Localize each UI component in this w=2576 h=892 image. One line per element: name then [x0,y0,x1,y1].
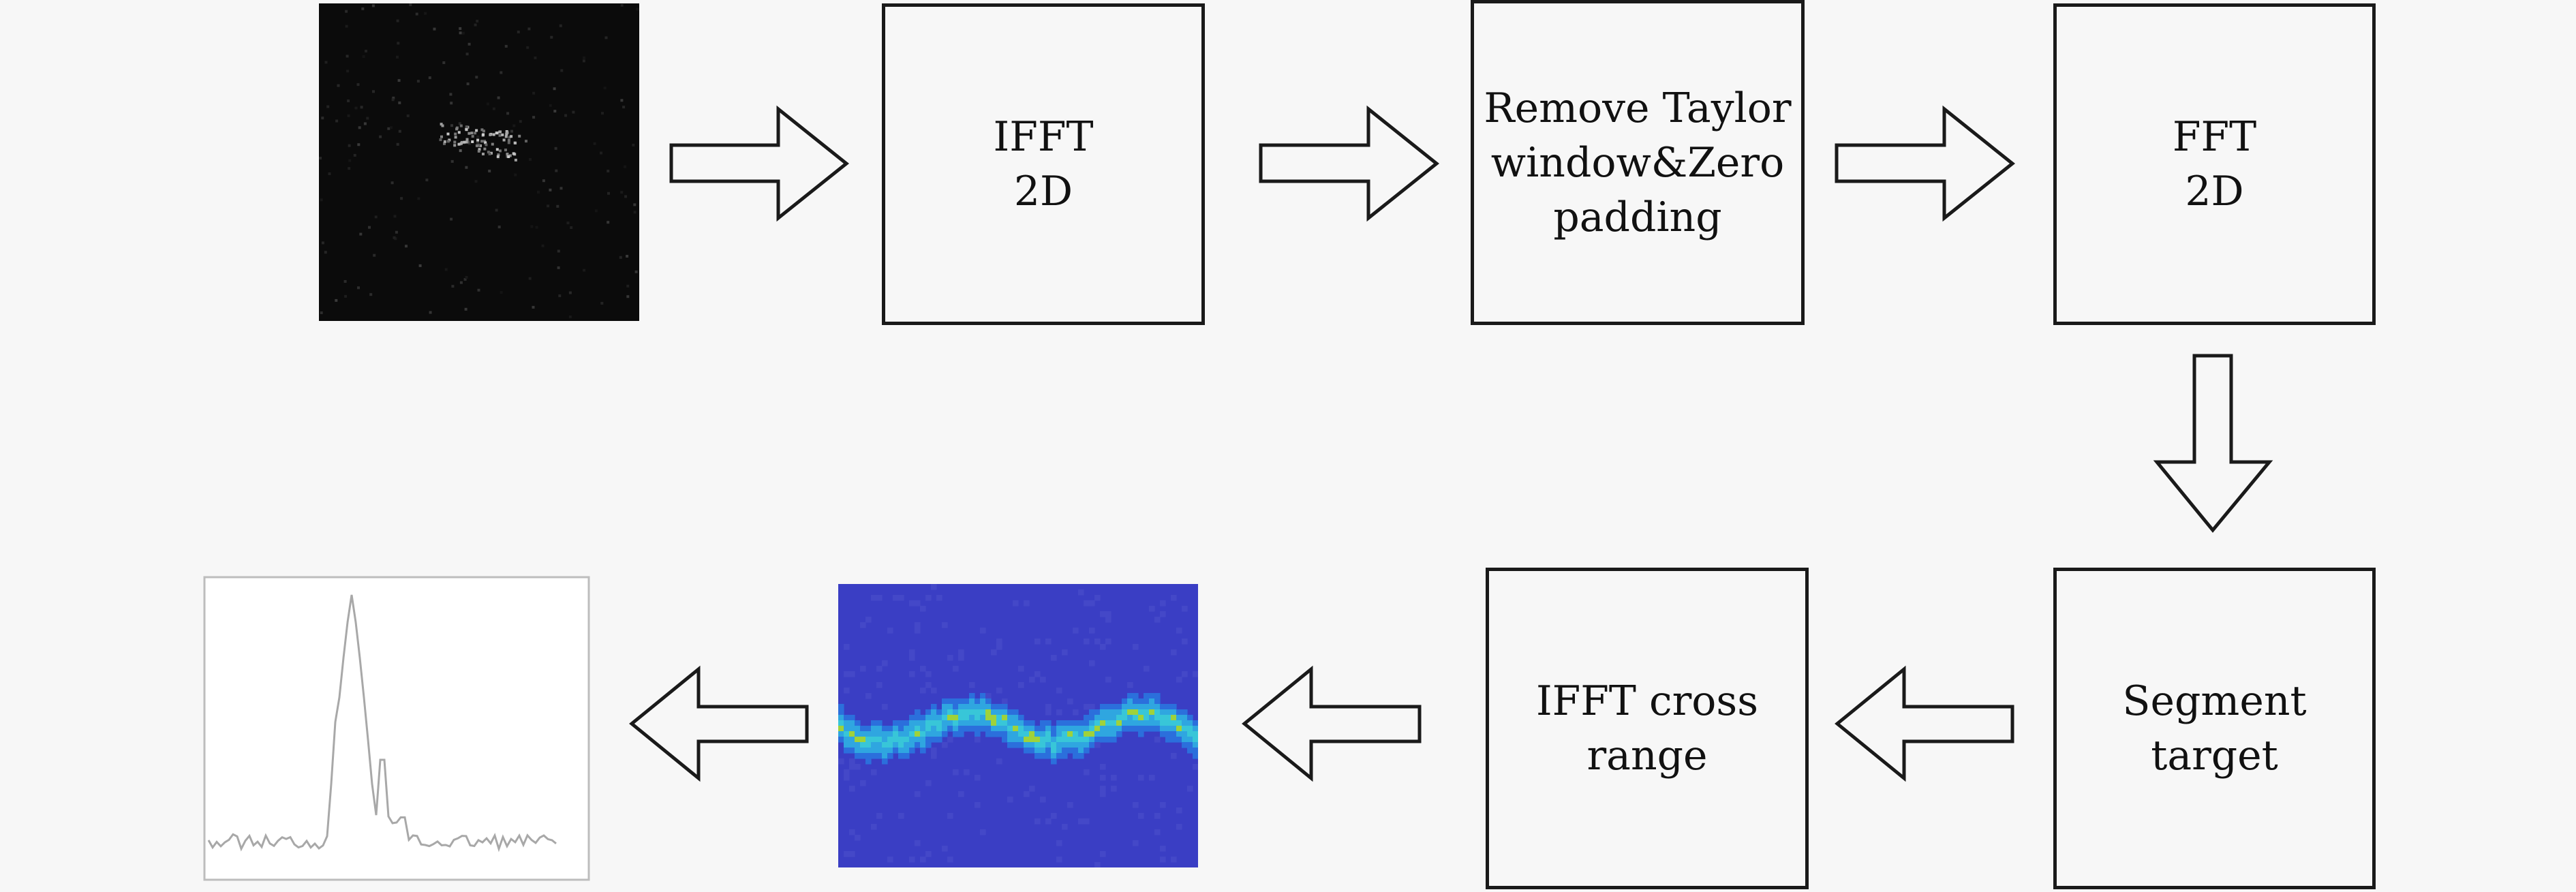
sar-input-image [319,3,639,321]
step-remove-taylor-line1: Remove Taylor [1484,84,1792,132]
arrow-down-icon [2153,354,2273,533]
arrow-left-icon [1835,665,2014,782]
arrow-right-icon [669,105,850,222]
step-ifft-cross-range-line2: range [1586,732,1708,780]
step-ifft-2d-line1: IFFT [993,113,1094,161]
range-profile-plot [203,576,590,881]
step-fft-2d: FFT 2D [2053,3,2376,325]
step-ifft-cross-range: IFFT cross range [1486,568,1809,889]
step-segment-target-line2: target [2151,732,2278,780]
step-ifft-2d-line2: 2D [1013,168,1073,215]
step-fft-2d-line1: FFT [2172,113,2257,161]
step-remove-taylor-line2: window&Zero [1490,138,1785,187]
heatmap-canvas [838,584,1199,868]
step-remove-taylor-line3: padding [1553,193,1722,241]
sar-speckle [319,3,639,318]
range-profile-canvas [203,576,590,881]
arrow-right-icon [1259,105,1440,222]
step-ifft-cross-range-line1: IFFT cross [1535,677,1759,725]
step-segment-target: Segment target [2053,568,2376,889]
step-fft-2d-line2: 2D [2185,168,2244,215]
arrow-right-icon [1835,105,2016,222]
arrow-left-icon [1242,665,1422,782]
step-segment-target-line1: Segment [2122,677,2307,725]
step-remove-taylor: Remove Taylor window&Zero padding [1471,0,1805,325]
step-ifft-2d: IFFT 2D [882,3,1205,325]
arrow-left-icon [629,665,809,782]
heatmap-image [838,584,1199,868]
